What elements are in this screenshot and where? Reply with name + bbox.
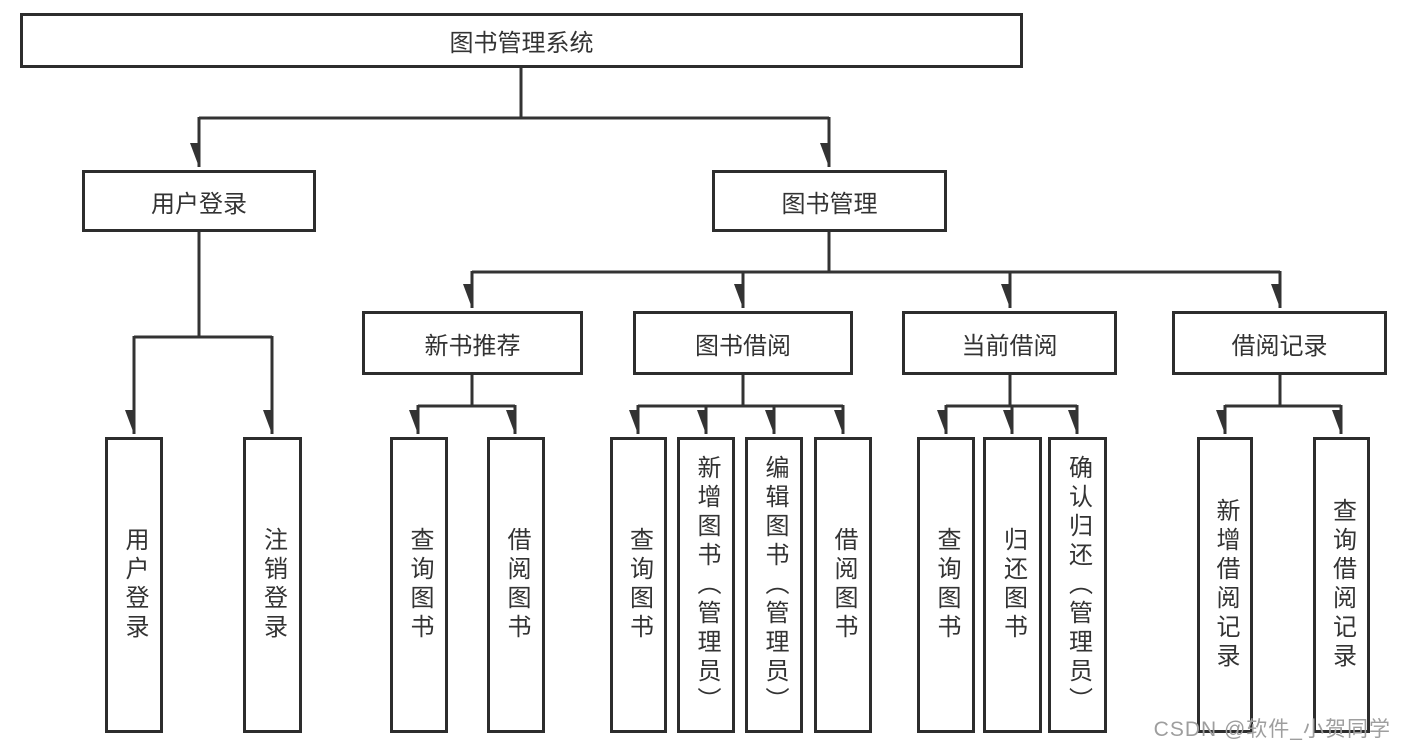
connector-current-borrow-children <box>946 375 1079 434</box>
node-label: 查询图书 <box>625 527 653 643</box>
node-label: 用户登录 <box>151 190 247 218</box>
leaf-current-confirm-return-admin: 确认归还（管理员） <box>1048 437 1107 733</box>
leaf-borrow-borrow-book: 借阅图书 <box>814 437 872 733</box>
leaf-records-add-record: 新增借阅记录 <box>1197 437 1253 733</box>
node-label: 归还图书 <box>999 527 1027 643</box>
node-borrow-records: 借阅记录 <box>1172 311 1387 375</box>
leaf-borrow-add-book-admin: 新增图书（管理员） <box>677 437 735 733</box>
node-label: 图书借阅 <box>695 332 791 360</box>
leaf-records-query-record: 查询借阅记录 <box>1313 437 1370 733</box>
node-current-borrow: 当前借阅 <box>902 311 1117 375</box>
node-book-management: 图书管理 <box>712 170 947 232</box>
connector-new-book-children <box>418 375 517 434</box>
node-new-book-recommend: 新书推荐 <box>362 311 583 375</box>
leaf-current-return-book: 归还图书 <box>983 437 1042 733</box>
node-label: 新增图书（管理员） <box>693 454 720 716</box>
node-label: 当前借阅 <box>961 332 1058 360</box>
leaf-current-query-book: 查询图书 <box>917 437 975 733</box>
leaf-newbook-query-book: 查询图书 <box>390 437 448 733</box>
leaf-newbook-borrow-book: 借阅图书 <box>487 437 545 733</box>
connector-book-borrow-children <box>638 375 845 434</box>
node-label: 借阅图书 <box>830 527 857 643</box>
node-root: 图书管理系统 <box>20 13 1023 68</box>
node-label: 用户登录 <box>121 527 148 643</box>
node-label: 新增借阅记录 <box>1212 498 1239 672</box>
node-label: 查询图书 <box>933 527 960 643</box>
connector-borrow-records-children <box>1225 375 1343 434</box>
node-label: 借阅记录 <box>1231 332 1328 360</box>
leaf-logout: 注销登录 <box>243 437 302 733</box>
watermark: CSDN @软件_小贺同学 <box>1153 718 1391 741</box>
node-label: 图书管理系统 <box>449 30 594 57</box>
connector-user-login-children <box>134 232 274 434</box>
node-label: 借阅图书 <box>503 527 530 643</box>
node-label: 查询图书 <box>406 527 433 643</box>
connector-book-management-children <box>472 232 1282 308</box>
node-label: 确认归还（管理员） <box>1064 454 1092 716</box>
node-label: 图书管理 <box>781 190 878 218</box>
node-label: 编辑图书（管理员） <box>761 454 788 716</box>
leaf-user-login: 用户登录 <box>105 437 163 733</box>
leaf-borrow-query-book: 查询图书 <box>610 437 667 733</box>
leaf-borrow-edit-book-admin: 编辑图书（管理员） <box>745 437 803 733</box>
node-user-login: 用户登录 <box>82 170 316 232</box>
node-label: 查询借阅记录 <box>1328 498 1356 672</box>
node-label: 注销登录 <box>259 527 287 643</box>
node-book-borrow: 图书借阅 <box>633 311 853 375</box>
connector-root-to-level2 <box>199 68 831 167</box>
node-label: 新书推荐 <box>424 332 521 360</box>
